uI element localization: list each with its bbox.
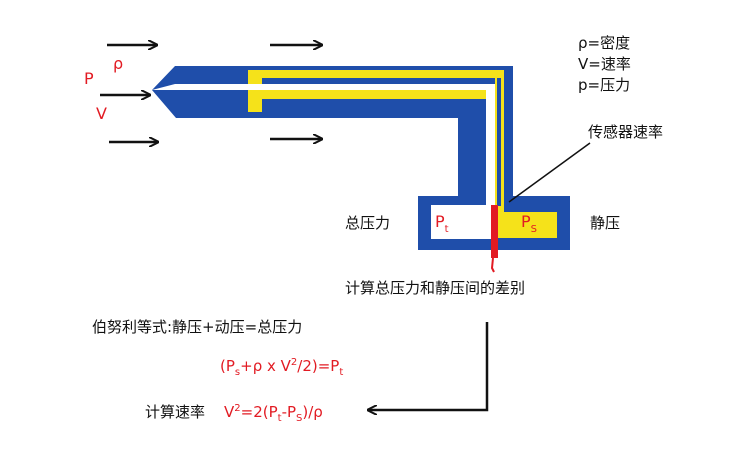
flow-arrows — [100, 45, 322, 142]
calc-difference-caption: 计算总压力和静压间的差别 — [345, 279, 525, 297]
ps-label: PS — [521, 212, 537, 235]
static-pressure-label: 静压 — [590, 214, 620, 232]
sensor-lead — [490, 257, 495, 273]
sensor-label: 传感器速率 — [588, 123, 663, 141]
pitot-tube — [152, 66, 570, 273]
equation-2: V2=2(Pt-PS)/ρ — [224, 403, 323, 424]
legend: ρ=密度 V=速率 p=压力 — [578, 34, 631, 94]
equation-1: (Ps+ρ x V2/2)=Pt — [220, 357, 343, 378]
legend-v: V=速率 — [578, 55, 631, 73]
calc-speed-label: 计算速率 — [145, 403, 205, 421]
sensor-callout-line — [508, 142, 591, 203]
blue-core-line-vertical — [497, 78, 501, 206]
pt-label: Pt — [435, 212, 449, 235]
legend-rho: ρ=密度 — [578, 34, 630, 52]
flow-label-p: P — [84, 69, 94, 88]
pressure-sensor — [491, 205, 498, 258]
result-arrow — [368, 322, 489, 410]
blue-core-line — [262, 78, 495, 84]
flow-label-rho: ρ — [113, 54, 123, 73]
legend-p: p=压力 — [578, 76, 630, 94]
bernoulli-equation-label: 伯努利等式:静压+动压=总压力 — [92, 318, 302, 336]
total-pressure-chamber — [431, 205, 495, 239]
flow-label-v: V — [96, 104, 107, 123]
total-pressure-label: 总压力 — [345, 214, 390, 232]
